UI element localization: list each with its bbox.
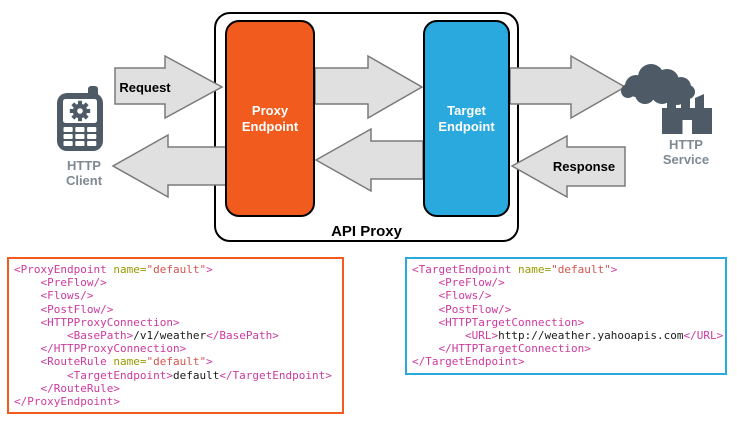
http-service-label-line2: Service xyxy=(662,152,710,167)
flow-arrows xyxy=(111,54,627,199)
proxy-endpoint-code-block: <ProxyEndpoint name="default"> <PreFlow/… xyxy=(7,257,344,414)
code-line: <PostFlow/> xyxy=(438,302,512,316)
target-endpoint-box: Target Endpoint xyxy=(423,20,510,217)
proxy-to-target-arrow-icon xyxy=(314,54,424,120)
code-line: </TargetEndpoint> xyxy=(412,355,525,369)
code-line: <Flows/> xyxy=(40,289,94,303)
target-endpoint-label-line1: Target xyxy=(447,102,486,118)
response-label: Response xyxy=(552,159,616,174)
proxy-endpoint-label-line1: Proxy xyxy=(251,102,289,118)
http-service-label-line1: HTTP xyxy=(669,137,703,152)
code-line: </RouteRule> xyxy=(40,381,120,395)
code-line: <PostFlow/> xyxy=(40,302,114,316)
proxy-to-client-arrow-icon xyxy=(111,133,227,199)
factory-icon xyxy=(621,64,712,134)
code-line: </HTTPProxyConnection> xyxy=(40,342,187,356)
mobile-phone-icon xyxy=(57,86,103,151)
code-line: <HTTPProxyConnection> xyxy=(40,315,180,329)
code-line: </HTTPTargetConnection> xyxy=(438,342,591,356)
code-line: <BasePath>/v1/weather</BasePath> xyxy=(66,329,279,343)
code-line: <TargetEndpoint name="default"> xyxy=(412,263,618,276)
code-line: <TargetEndpoint>default</TargetEndpoint> xyxy=(66,368,332,382)
code-line: <PreFlow/> xyxy=(438,276,505,290)
http-service-label: HTTP Service xyxy=(646,137,726,167)
proxy-endpoint-box: Proxy Endpoint xyxy=(225,20,315,217)
code-line: <HTTPTargetConnection> xyxy=(438,315,585,329)
http-client-label-line1: HTTP xyxy=(67,158,101,173)
http-client-label: HTTP Client xyxy=(44,158,124,188)
code-line: <RouteRule name="default"> xyxy=(40,355,213,369)
response-arrow-icon xyxy=(510,134,626,199)
target-to-proxy-arrow-icon xyxy=(314,127,424,193)
code-line: <URL>http://weather.yahooapis.com</URL> xyxy=(464,329,724,343)
target-endpoint-code-block: <TargetEndpoint name="default"> <PreFlow… xyxy=(405,257,727,375)
code-line: <ProxyEndpoint name="default"> xyxy=(14,263,213,276)
target-to-service-arrow-icon xyxy=(509,54,627,120)
target-endpoint-label-line2: Endpoint xyxy=(438,118,495,134)
code-line: <PreFlow/> xyxy=(40,276,107,290)
request-arrow-icon xyxy=(114,54,224,120)
code-line: </ProxyEndpoint> xyxy=(14,395,120,409)
proxy-endpoint-label-line2: Endpoint xyxy=(241,118,299,134)
http-client-label-line2: Client xyxy=(65,173,103,188)
smoke-cloud-icon xyxy=(621,64,695,105)
api-proxy-label: API Proxy xyxy=(331,223,402,240)
code-line: <Flows/> xyxy=(438,289,492,303)
gear-icon xyxy=(69,100,91,122)
keypad xyxy=(63,127,97,146)
request-label: Request xyxy=(119,80,171,95)
